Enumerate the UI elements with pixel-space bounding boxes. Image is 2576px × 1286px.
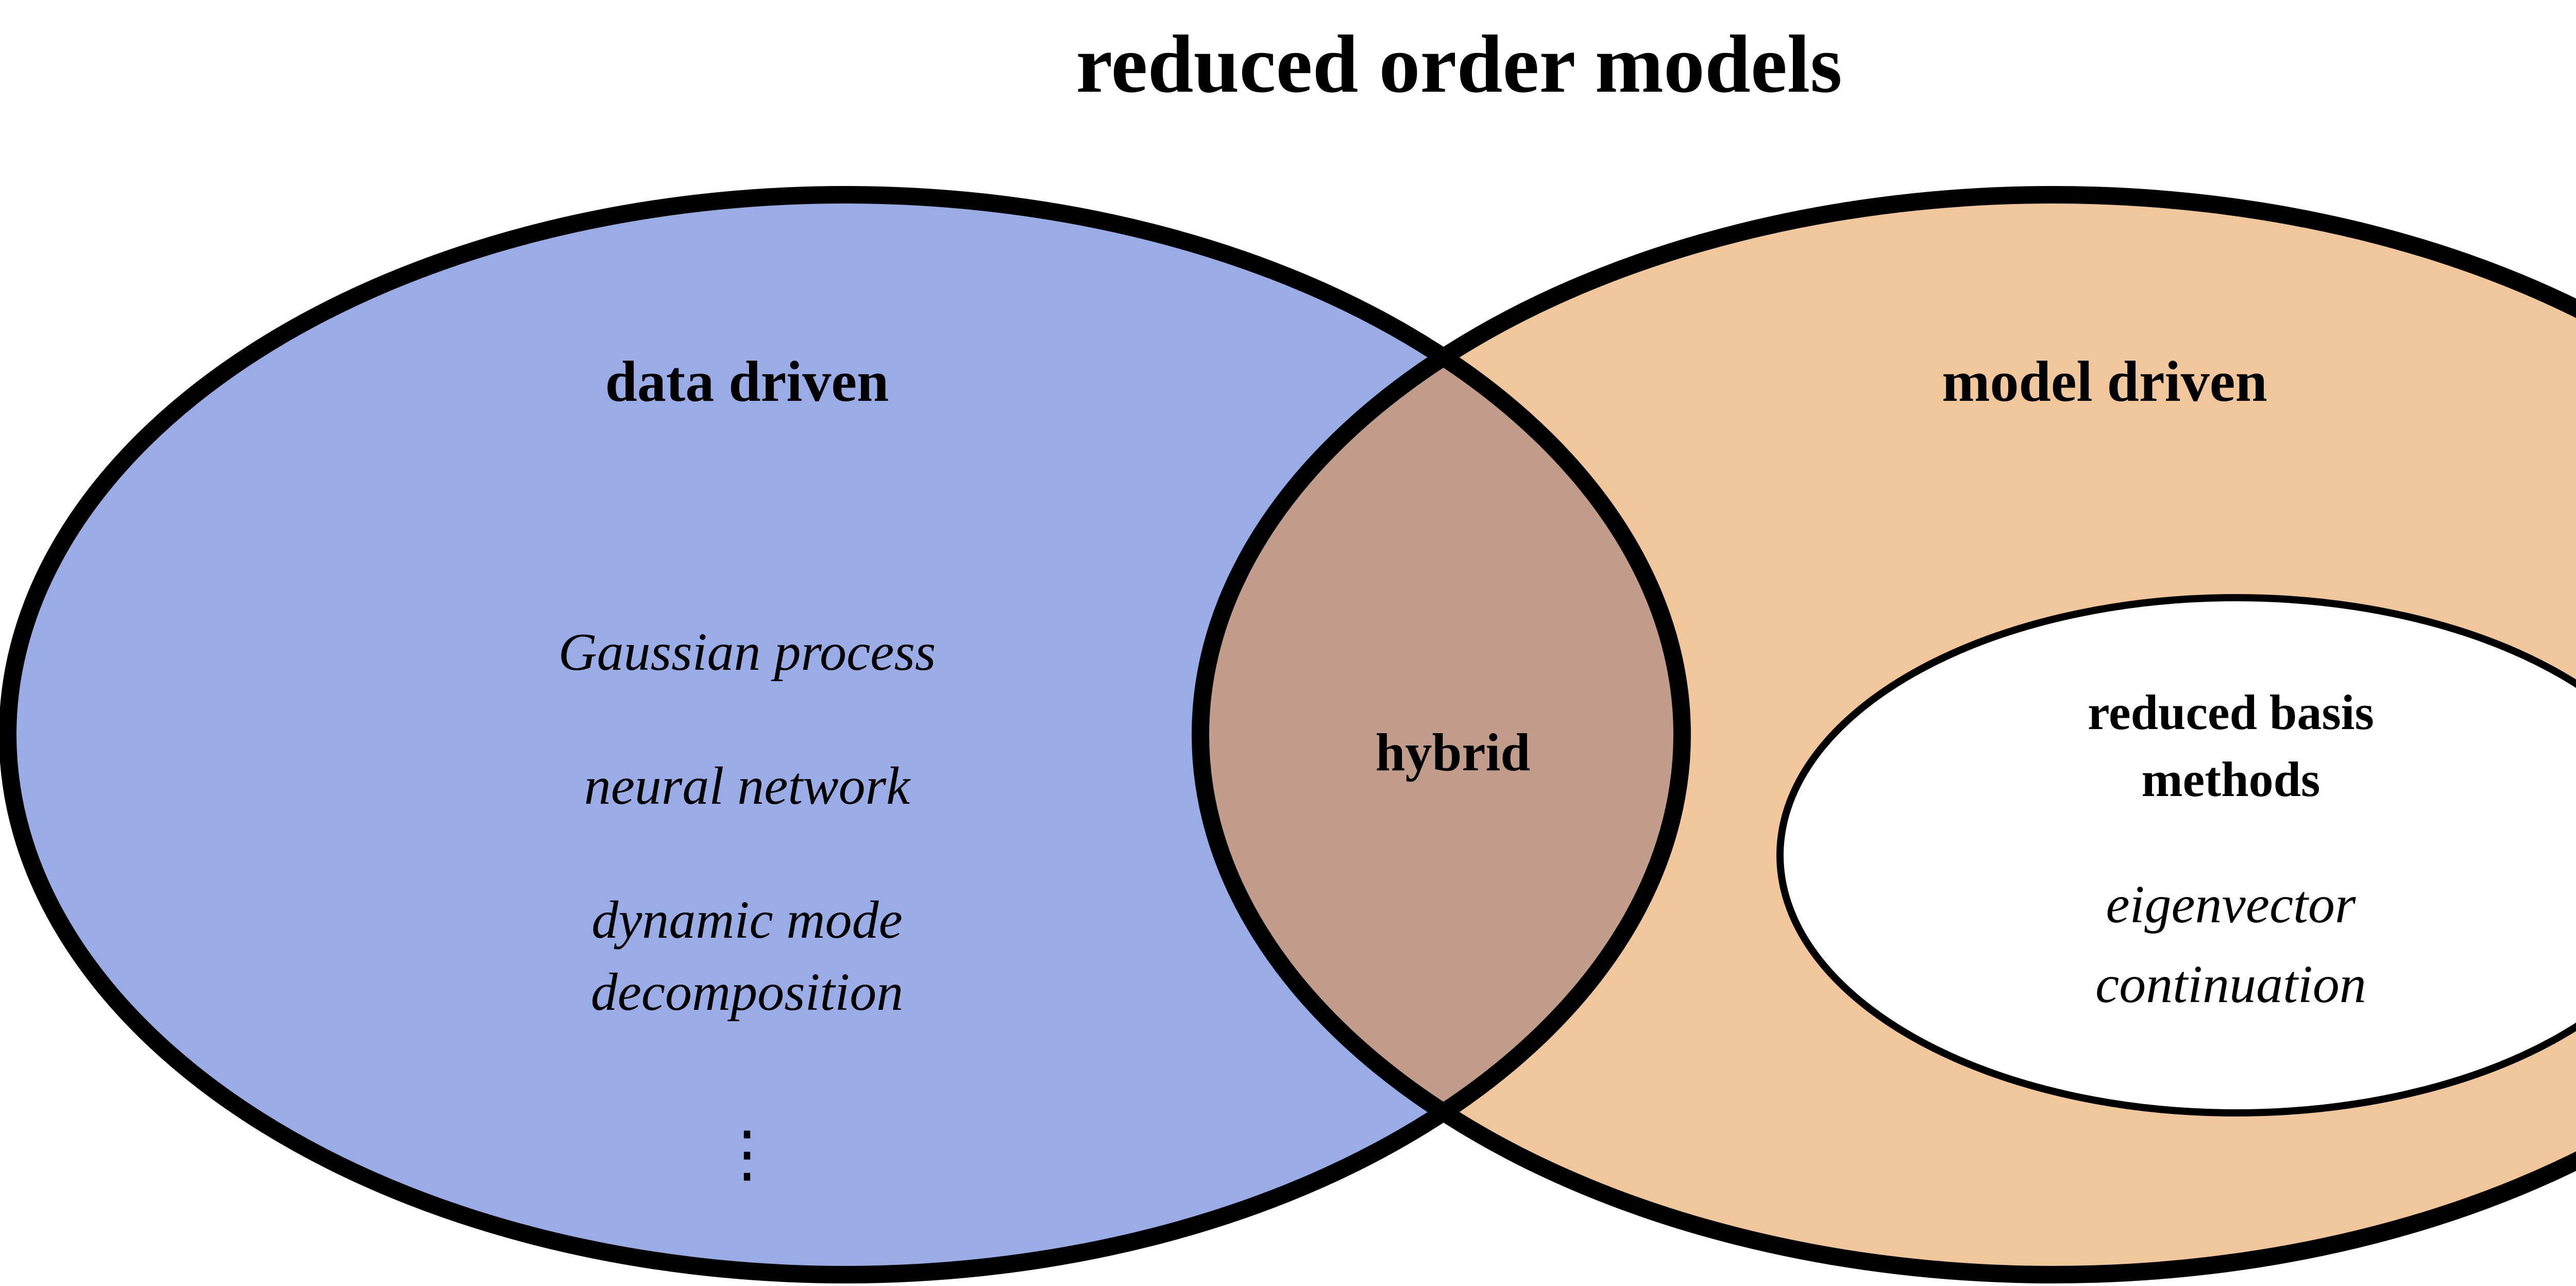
left-set-outline [0, 186, 1691, 1283]
left-set-ellipse[interactable] [8, 195, 1682, 1275]
left-set-item-0: Gaussian process [558, 622, 936, 682]
inner-set-label-line1: reduced basis [2088, 685, 2374, 740]
inner-set-item-1: continuation [2095, 955, 2366, 1014]
overlap-label: hybrid [1376, 723, 1531, 782]
page-title: reduced order models [1076, 18, 1842, 110]
left-set-item-2: dynamic mode [591, 890, 903, 950]
right-set-outline [1192, 186, 2576, 1283]
inner-set-label-line2: methods [2142, 752, 2320, 807]
left-set-item-3: decomposition [591, 962, 904, 1022]
inner-set-item-0: eigenvector [2106, 875, 2356, 934]
inner-set-ellipse[interactable] [1776, 594, 2576, 1116]
right-set-label: model driven [1942, 350, 2267, 414]
left-set-ellipsis-icon: ⋮ [716, 1120, 778, 1188]
left-set-label: data driven [605, 350, 889, 414]
left-set-item-1: neural network [584, 756, 911, 816]
